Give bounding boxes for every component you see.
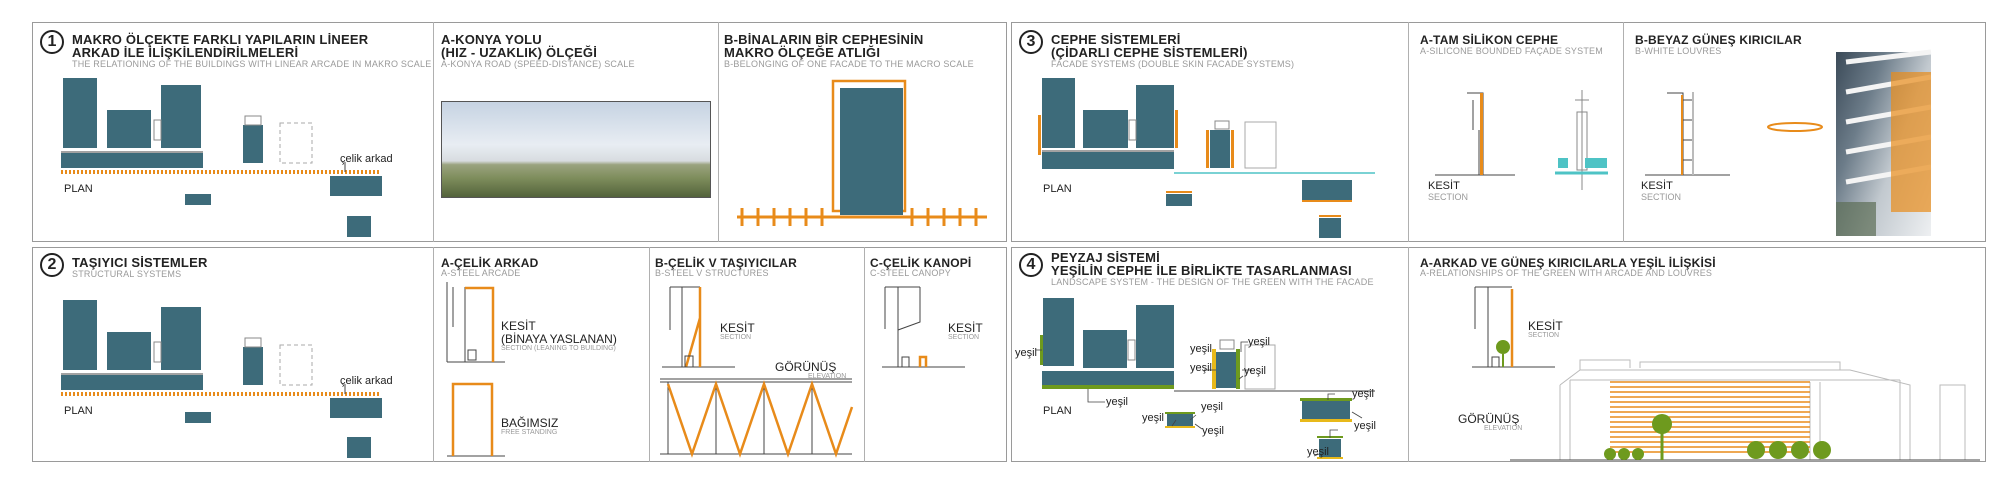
facade-systems-plan	[1038, 78, 1375, 238]
konya-road-landscape-photo	[441, 101, 711, 198]
kesit-label: KESİT	[501, 319, 536, 333]
panel-2-frame	[32, 247, 1007, 462]
plan-label: PLAN	[1043, 405, 1072, 417]
steel-canopy-section	[882, 286, 965, 368]
panel-3b-title: B-BEYAZ GÜNEŞ KIRICILAR	[1635, 33, 1802, 47]
section-number-4: 4	[1019, 253, 1043, 277]
green-arcade-section	[1472, 286, 1555, 368]
section-number-3: 3	[1019, 30, 1043, 54]
panel-4-title-line1: PEYZAJ SİSTEMİ	[1051, 250, 1160, 265]
divider	[1408, 247, 1409, 462]
panel-2c-title: C-ÇELİK KANOPİ	[870, 256, 972, 270]
arcade-label: çelik arkad	[340, 375, 393, 387]
green-label: yeşil	[1142, 412, 1165, 424]
panel-3-title-line1: CEPHE SİSTEMLERİ	[1051, 32, 1181, 47]
plan-label: PLAN	[64, 405, 93, 417]
gorunus-label: GÖRÜNÜŞ	[1458, 412, 1520, 426]
green-elevation-diagram	[1510, 359, 1980, 461]
silicone-facade-section	[1435, 90, 1608, 190]
panel-a-title-line2: (HIZ - UZAKLIK) ÖLÇEĞİ	[441, 45, 598, 60]
divider	[864, 247, 865, 462]
panel-4a-title: A-ARKAD VE GÜNEŞ KIRICILARLA YEŞİL İLİŞK…	[1420, 256, 1716, 270]
v-structures-diagram	[660, 286, 854, 458]
panel-2a-title: A-ÇELİK ARKAD	[441, 256, 539, 270]
panel-1-title-line1: MAKRO ÖLÇEKTE FARKLI YAPILARIN LİNEER	[72, 32, 369, 47]
section-label: SECTION	[720, 334, 752, 341]
panel-3a-title: A-TAM SİLİKON CEPHE	[1420, 33, 1559, 47]
panel-a-title-line1: A-KONYA YOLU	[441, 32, 542, 47]
plan-label: PLAN	[64, 183, 93, 195]
panel-4a-subtitle: A-RELATIONSHIPS OF THE GREEN WITH ARCADE…	[1420, 268, 1713, 278]
panel-4-title-line2: YEŞİLİN CEPHE İLE BİRLİKTE TASARLANMASI	[1051, 263, 1352, 278]
divider	[649, 247, 650, 462]
kesit-leaning-label: (BİNAYA YASLANAN)	[501, 332, 617, 346]
panel-1-title-line2: ARKAD İLE İLİŞKİLENDİRİLMELERİ	[72, 45, 299, 60]
steel-arcade-sections	[446, 282, 505, 457]
elevation-label: ELEVATION	[1484, 425, 1523, 432]
divider	[1408, 22, 1409, 242]
landscape-plan-diagram	[1036, 298, 1375, 459]
panel-4-frame	[1011, 247, 1986, 462]
macro-facade-diagram	[737, 79, 987, 226]
panel-1-subtitle: THE RELATIONING OF THE BUILDINGS WITH LI…	[72, 59, 432, 69]
kesit-label: KESİT	[720, 321, 755, 335]
panel-3a-subtitle: A-SILICONE BOUNDED FAÇADE SYSTEM	[1420, 46, 1603, 56]
plan-label: PLAN	[1043, 183, 1072, 195]
divider	[433, 247, 434, 462]
green-label: yeşil	[1244, 365, 1267, 377]
white-louvres-section	[1645, 92, 1823, 176]
panel-2a-subtitle: A-STEEL ARCADE	[441, 268, 521, 278]
panel-2b-subtitle: B-STEEL V STRUCTURES	[655, 268, 769, 278]
kesit-label: KESİT	[948, 321, 983, 335]
panel-2b-title: B-ÇELİK V TAŞIYICILAR	[655, 256, 797, 270]
section-label: SECTION	[948, 334, 980, 341]
free-standing-label: BAĞIMSIZ	[501, 416, 559, 430]
green-label: yeşil	[1201, 401, 1224, 413]
green-label: yeşil	[1248, 336, 1271, 348]
panel-3-title-line2: (ÇİDARLI CEPHE SİSTEMLERİ)	[1051, 45, 1248, 60]
green-label: yeşil	[1190, 362, 1213, 374]
kesit-label: KESİT	[1641, 180, 1673, 192]
panel-3-frame	[1011, 22, 1986, 242]
panel-2-title: TAŞIYICI SİSTEMLER	[72, 255, 208, 270]
section-label: SECTION	[1641, 192, 1682, 202]
macro-plan-diagram	[61, 78, 382, 237]
panel-b-subtitle: B-BELONGING OF ONE FACADE TO THE MACRO S…	[724, 59, 974, 69]
panel-a-subtitle: A-KONYA ROAD (SPEED-DISTANCE) SCALE	[441, 59, 635, 69]
section-number-1: 1	[40, 30, 64, 54]
panel-b-title-line2: MAKRO ÖLÇEĞE ATLIĞI	[724, 45, 881, 60]
divider	[1623, 22, 1624, 242]
panel-2-subtitle: STRUCTURAL SYSTEMS	[72, 269, 182, 279]
arcade-label: çelik arkad	[340, 153, 393, 165]
kesit-label: KESİT	[1528, 319, 1563, 333]
green-label: yeşil	[1015, 347, 1038, 359]
structural-plan-diagram	[61, 300, 382, 458]
panel-2c-subtitle: C-STEEL CANOPY	[870, 268, 951, 278]
divider	[433, 22, 434, 242]
green-label: yeşil	[1354, 420, 1377, 432]
panel-3b-subtitle: B-WHITE LOUVRES	[1635, 46, 1722, 56]
louvres-photo-overlay	[1836, 49, 1932, 236]
elevation-label: ELEVATION	[808, 373, 847, 380]
section-number-2: 2	[40, 253, 64, 277]
green-label: yeşil	[1307, 446, 1330, 458]
panel-1-frame	[32, 22, 1007, 242]
green-label: yeşil	[1190, 343, 1213, 355]
divider	[718, 22, 719, 242]
section-label: SECTION	[1528, 332, 1560, 339]
section-label: SECTION	[1428, 192, 1469, 202]
green-label: yeşil	[1106, 396, 1129, 408]
green-label: yeşil	[1352, 388, 1375, 400]
panel-b-title-line1: B-BİNALARIN BİR CEPHESİNİN	[724, 32, 924, 47]
panel-4-subtitle: LANDSCAPE SYSTEM - THE DESIGN OF THE GRE…	[1051, 277, 1374, 287]
section-leaning-label: SECTION (LEANING TO BUILDING)	[501, 345, 616, 352]
free-standing-sub-label: FREE STANDING	[501, 429, 558, 436]
panel-3-subtitle: FACADE SYSTEMS (DOUBLE SKIN FACADE SYSTE…	[1051, 59, 1295, 69]
green-label: yeşil	[1202, 425, 1225, 437]
kesit-label: KESİT	[1428, 180, 1460, 192]
gorunus-label: GÖRÜNÜŞ	[775, 360, 837, 374]
